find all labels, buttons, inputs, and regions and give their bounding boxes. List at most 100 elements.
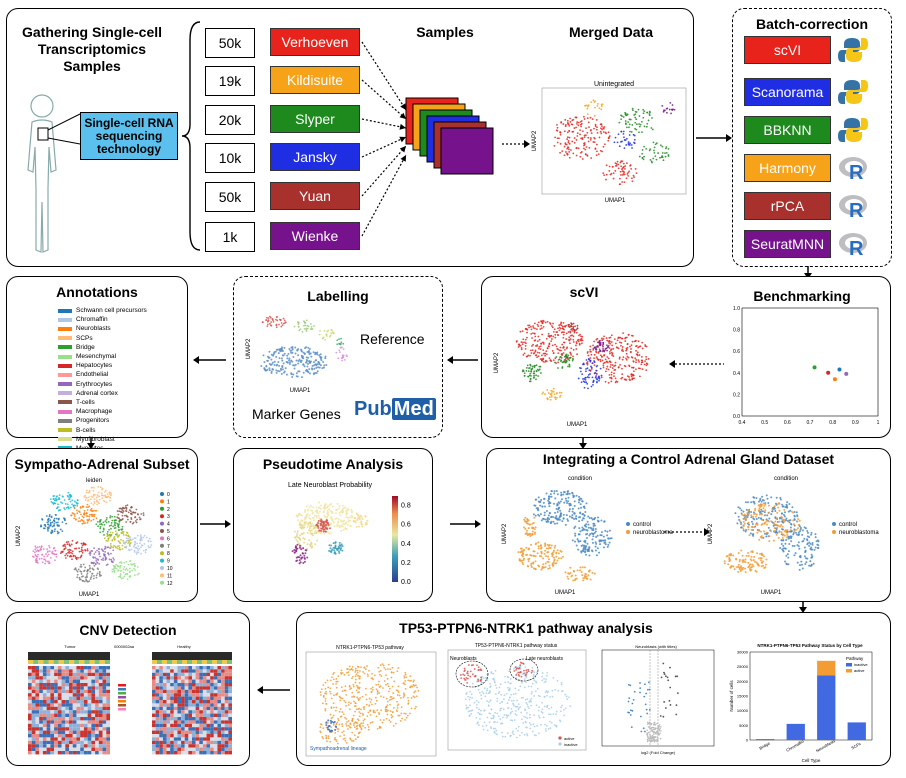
colorbar-tick: 0.2 (401, 560, 411, 567)
bench-point (832, 377, 837, 382)
sample-jansky: Jansky (270, 143, 360, 171)
sample-count: 19k (205, 66, 255, 96)
legend-control: control (633, 522, 651, 528)
legend-label: Myofibroblast (76, 435, 115, 443)
annotation-legend-item: Macrophage (58, 407, 147, 416)
tech-label: Single-cell RNA sequencing technology (84, 115, 174, 156)
labelling-title: Labelling (307, 288, 369, 304)
legend-swatch (58, 382, 72, 387)
leiden-legend-dot (160, 506, 164, 511)
volcano-plot: Neuroblasts (with titles)log2 (Fold Chan… (601, 644, 715, 755)
merged-title: Merged Data (568, 24, 654, 40)
legend-label: Bridge (76, 343, 95, 351)
arrow-control-dashed (664, 528, 710, 536)
colorbar-tick: 0.8 (401, 503, 411, 510)
bench-ytick: 0.8 (733, 328, 740, 334)
legend-dot (558, 742, 562, 746)
legend-active: active (564, 736, 575, 741)
cnv-matrix (152, 652, 232, 755)
scvi-title: scVI (569, 284, 599, 300)
tool-seuratmnn: SeuratMNN (744, 230, 831, 258)
arrow-label-to-annot (193, 356, 226, 364)
cnv-legend-swatch (118, 700, 126, 703)
umap-ylabel: UMAP2 (708, 523, 714, 544)
legend-swatch (58, 418, 72, 423)
cnv-mid-label: 0000002aa (114, 644, 135, 649)
leiden-legend-label: 4 (167, 522, 170, 528)
cnv-legend-swatch (118, 708, 126, 711)
bar-ytick: 10000 (737, 708, 749, 713)
sample-arrow (361, 136, 407, 158)
sample-verhoeven: Verhoeven (270, 28, 360, 56)
sample-arrowhead (400, 103, 406, 110)
bench-xtick: 0.5 (761, 420, 768, 426)
legend-swatch (58, 308, 72, 313)
legend-label: Hepatocytes (76, 362, 113, 370)
leiden-legend-label: 5 (167, 529, 170, 535)
arrow-subset-to-pseudo (200, 520, 231, 528)
leiden-legend-dot (160, 580, 164, 585)
sample-arrow (361, 41, 407, 111)
tp53-umap-status: TP53-PTPN6-NTRK1 pathway statusNeuroblas… (447, 643, 587, 751)
legend-label: Neuroblasts (76, 325, 111, 333)
sample-slyper: Slyper (270, 105, 360, 133)
legend-label: SCPs (76, 334, 93, 342)
r-icon: R (839, 233, 867, 258)
plot-title: leiden (86, 478, 102, 484)
bench-xtick: 0.6 (784, 420, 791, 426)
legend-swatch (58, 326, 72, 331)
bar-xtick: SCPs (850, 741, 861, 750)
cnv-legend-swatch (118, 696, 126, 699)
legend-neuroblastoma: neuroblastoma (633, 530, 673, 536)
bar-inactive (786, 723, 805, 740)
bar-xtick: Bridge (758, 740, 771, 750)
bar-inactive (847, 722, 866, 740)
bench-ytick: 1.0 (733, 306, 740, 312)
sample-arrowhead (399, 123, 406, 130)
annotation-legend-item: T-cells (58, 398, 147, 407)
umap-ylabel: UMAP2 (494, 352, 500, 373)
sample-count: 10k (205, 143, 255, 173)
bar-ytick: 25000 (737, 664, 749, 669)
legend-dot (626, 522, 630, 526)
tech-label-box: Single-cell RNA sequencing technology (80, 112, 178, 160)
bench-ytick: 0.6 (733, 349, 740, 355)
bar-xtick: Neuroblasts (815, 738, 836, 753)
sample-count: 50k (205, 28, 255, 58)
python-icon (838, 80, 868, 104)
bench-xtick: 0.8 (829, 420, 836, 426)
pseudotime-umap: Late Neuroblast Probability0.00.20.40.60… (288, 482, 411, 586)
bench-ytick: 0.2 (733, 392, 740, 398)
legend-label: Schwann cell precursors (76, 307, 147, 315)
control-title: Integrating a Control Adrenal Gland Data… (542, 451, 835, 467)
cnv-legend-swatch (118, 688, 126, 691)
legend-dot (626, 530, 630, 534)
python-icon (838, 118, 868, 142)
leiden-legend-label: 10 (167, 566, 173, 572)
legend-label: Progenitors (76, 417, 110, 425)
legend-label: Mesenchymal (76, 353, 117, 361)
bench-ytick: 0.0 (733, 414, 740, 420)
counts-brace (182, 21, 201, 251)
leiden-legend-dot (160, 514, 164, 519)
lineage-label: Sympathoadrenal lineage (310, 746, 367, 752)
bench-frame (741, 307, 879, 417)
bench-xtick: 0.9 (852, 420, 859, 426)
bar-legend-swatch (846, 669, 852, 673)
umap-ylabel: UMAP2 (502, 523, 508, 544)
plot-title: condition (568, 476, 592, 482)
annotation-legend-item: Bridge (58, 343, 147, 352)
late-neuroblast-circle (509, 658, 539, 682)
umap-xlabel: UMAP1 (605, 198, 626, 204)
leiden-legend-label: 11 (167, 573, 172, 579)
legend-swatch (58, 409, 72, 414)
bar-ytick: 0 (746, 738, 749, 743)
bar-ytick: 20000 (737, 679, 749, 684)
cnv-header (152, 652, 232, 660)
umap-xlabel: UMAP1 (79, 592, 100, 598)
legend-label: Endothelial (76, 371, 109, 379)
legend-swatch (58, 400, 72, 405)
pubmed-med: Med (391, 398, 436, 420)
